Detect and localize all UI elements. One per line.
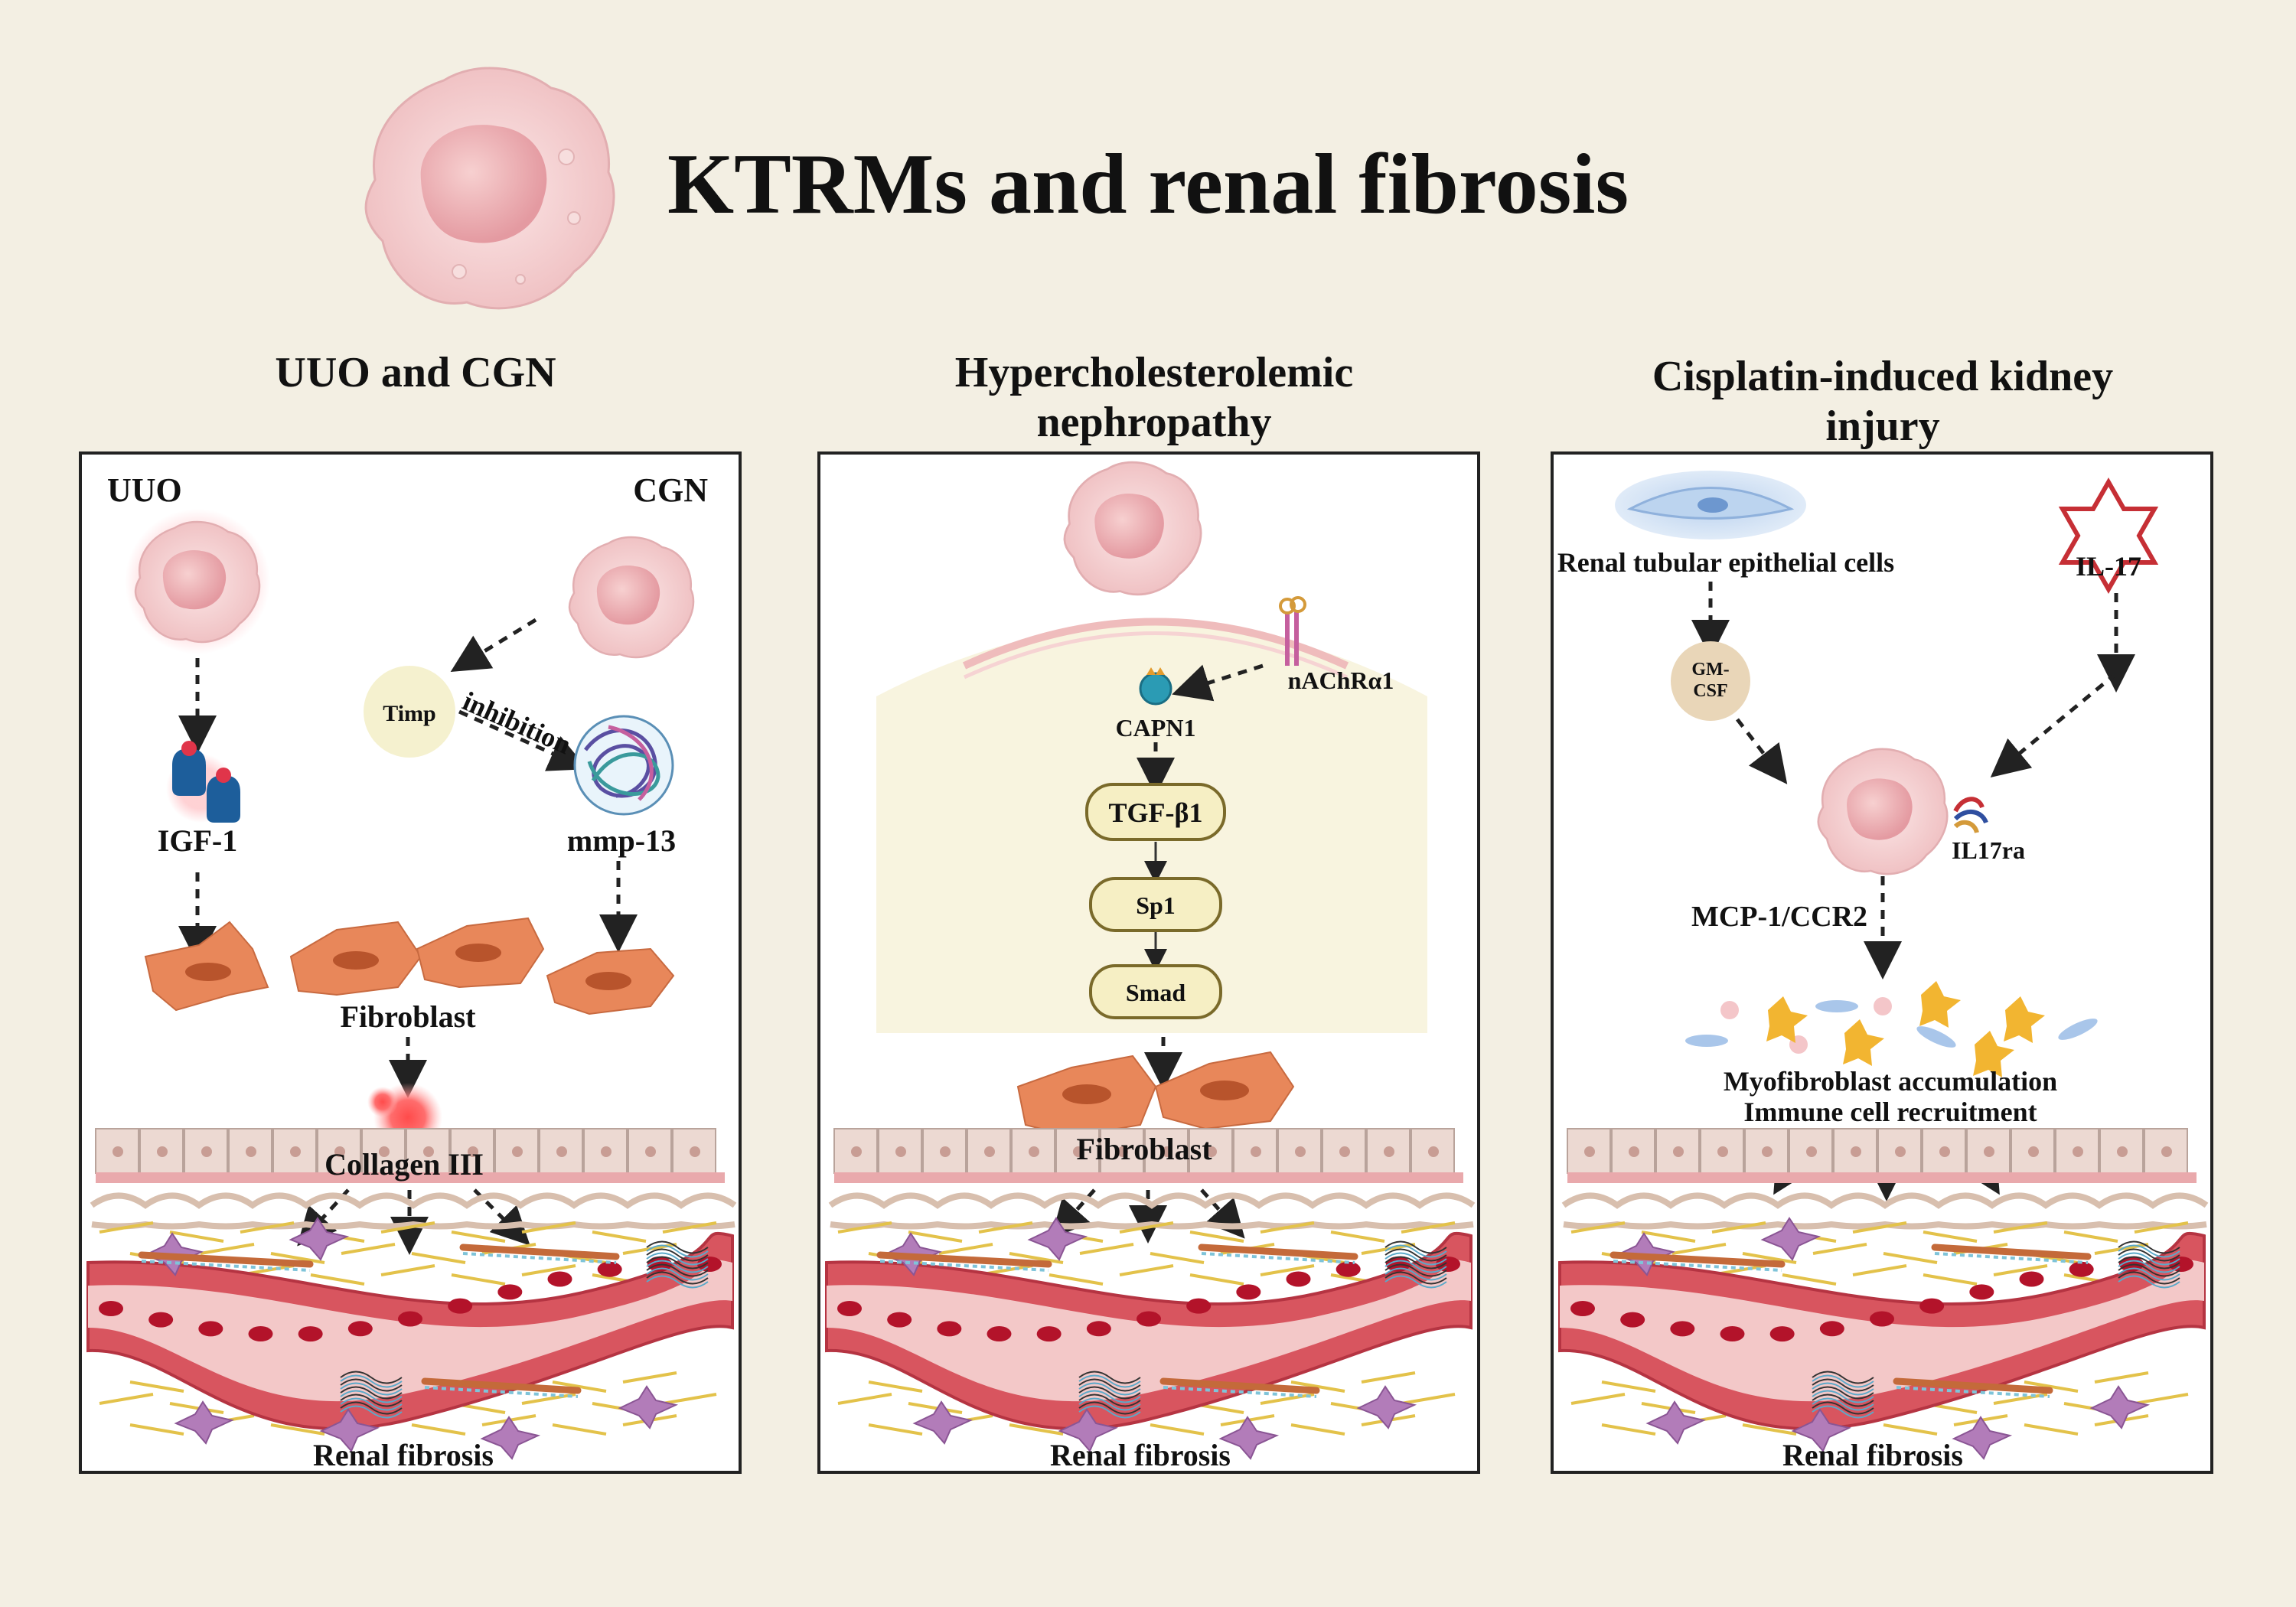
- il17-star: [2058, 477, 2159, 595]
- cgn-label: CGN: [633, 471, 708, 509]
- panel2-content: nAChRα1 CAPN1 TGF-β1 Sp1 Smad: [876, 461, 1427, 1244]
- tgf-box: [1085, 783, 1226, 841]
- uuo-macrophage: [134, 520, 261, 644]
- panel3-macrophage: [1817, 748, 1949, 875]
- immune-label: Immune cell recruitment: [1743, 1097, 2037, 1127]
- collagen-label: Collagen III: [325, 1147, 484, 1182]
- il17ra-receptor: [1953, 797, 1988, 834]
- panel3-heading-line2: injury: [1825, 403, 1939, 450]
- panel2-fibroblast-label: Fibroblast: [1076, 1132, 1212, 1166]
- il17-label: IL-17: [2076, 551, 2141, 582]
- capn1-molecule: [1139, 667, 1172, 706]
- gmcsf-molecule: [1671, 641, 1750, 721]
- smad-label: Smad: [1126, 979, 1186, 1006]
- nachr-receptor: [1279, 596, 1306, 666]
- fibroblast-cells: [144, 917, 675, 1015]
- gmcsf-label-line2: CSF: [1693, 681, 1727, 701]
- sp1-box: [1089, 877, 1222, 932]
- panel2-heading-line2: nephropathy: [1036, 399, 1271, 446]
- fibroblast-label: Fibroblast: [340, 999, 476, 1034]
- panel2-heading-line1: Hypercholesterolemic: [955, 349, 1353, 396]
- panel2-footer: Renal fibrosis: [1050, 1438, 1231, 1472]
- panel1-footer: Renal fibrosis: [313, 1438, 494, 1472]
- rtec-label: Renal tubular epithelial cells: [1557, 547, 1894, 578]
- sp1-label: Sp1: [1136, 892, 1176, 919]
- igf1-molecule: [166, 741, 240, 823]
- panel2-tissue: [825, 1128, 1476, 1460]
- epithelial-cell: [1615, 471, 1806, 539]
- timp-molecule: [364, 666, 455, 758]
- igf1-label: IGF-1: [158, 823, 237, 858]
- myofibroblast-label: Myofibroblast accumulation: [1724, 1066, 2057, 1097]
- tgf-label: TGF-β1: [1109, 797, 1203, 828]
- panel3-heading-line1: Cisplatin-induced kidney: [1652, 353, 2113, 400]
- recruited-cells: [1685, 981, 2098, 1077]
- figure-title: KTRMs and renal fibrosis: [667, 137, 1629, 232]
- uuo-label: UUO: [107, 471, 182, 509]
- cgn-macrophage: [568, 536, 695, 659]
- capn1-label: CAPN1: [1116, 714, 1196, 742]
- panel2-macrophage: [1063, 461, 1202, 596]
- panel1-tissue: [86, 1128, 737, 1460]
- mmp13-label: mmp-13: [567, 823, 676, 858]
- smad-box: [1089, 964, 1222, 1019]
- panel2-fibroblasts: [1016, 1051, 1295, 1138]
- mmp13-molecule: [573, 715, 674, 816]
- gmcsf-label-line1: GM-: [1691, 660, 1729, 680]
- panel1-heading: UUO and CGN: [275, 349, 556, 396]
- panel3-tissue: [1558, 1128, 2209, 1460]
- nachr-label: nAChRα1: [1288, 667, 1394, 694]
- title-macrophage: [364, 67, 615, 310]
- panel3-footer: Renal fibrosis: [1782, 1438, 1963, 1472]
- il17ra-label: IL17ra: [1952, 836, 2025, 864]
- timp-label: Timp: [383, 701, 435, 726]
- mcp-label: MCP-1/CCR2: [1691, 901, 1867, 933]
- panel3-content: Renal tubular epithelial cells IL-17 GM-…: [1557, 471, 2159, 1201]
